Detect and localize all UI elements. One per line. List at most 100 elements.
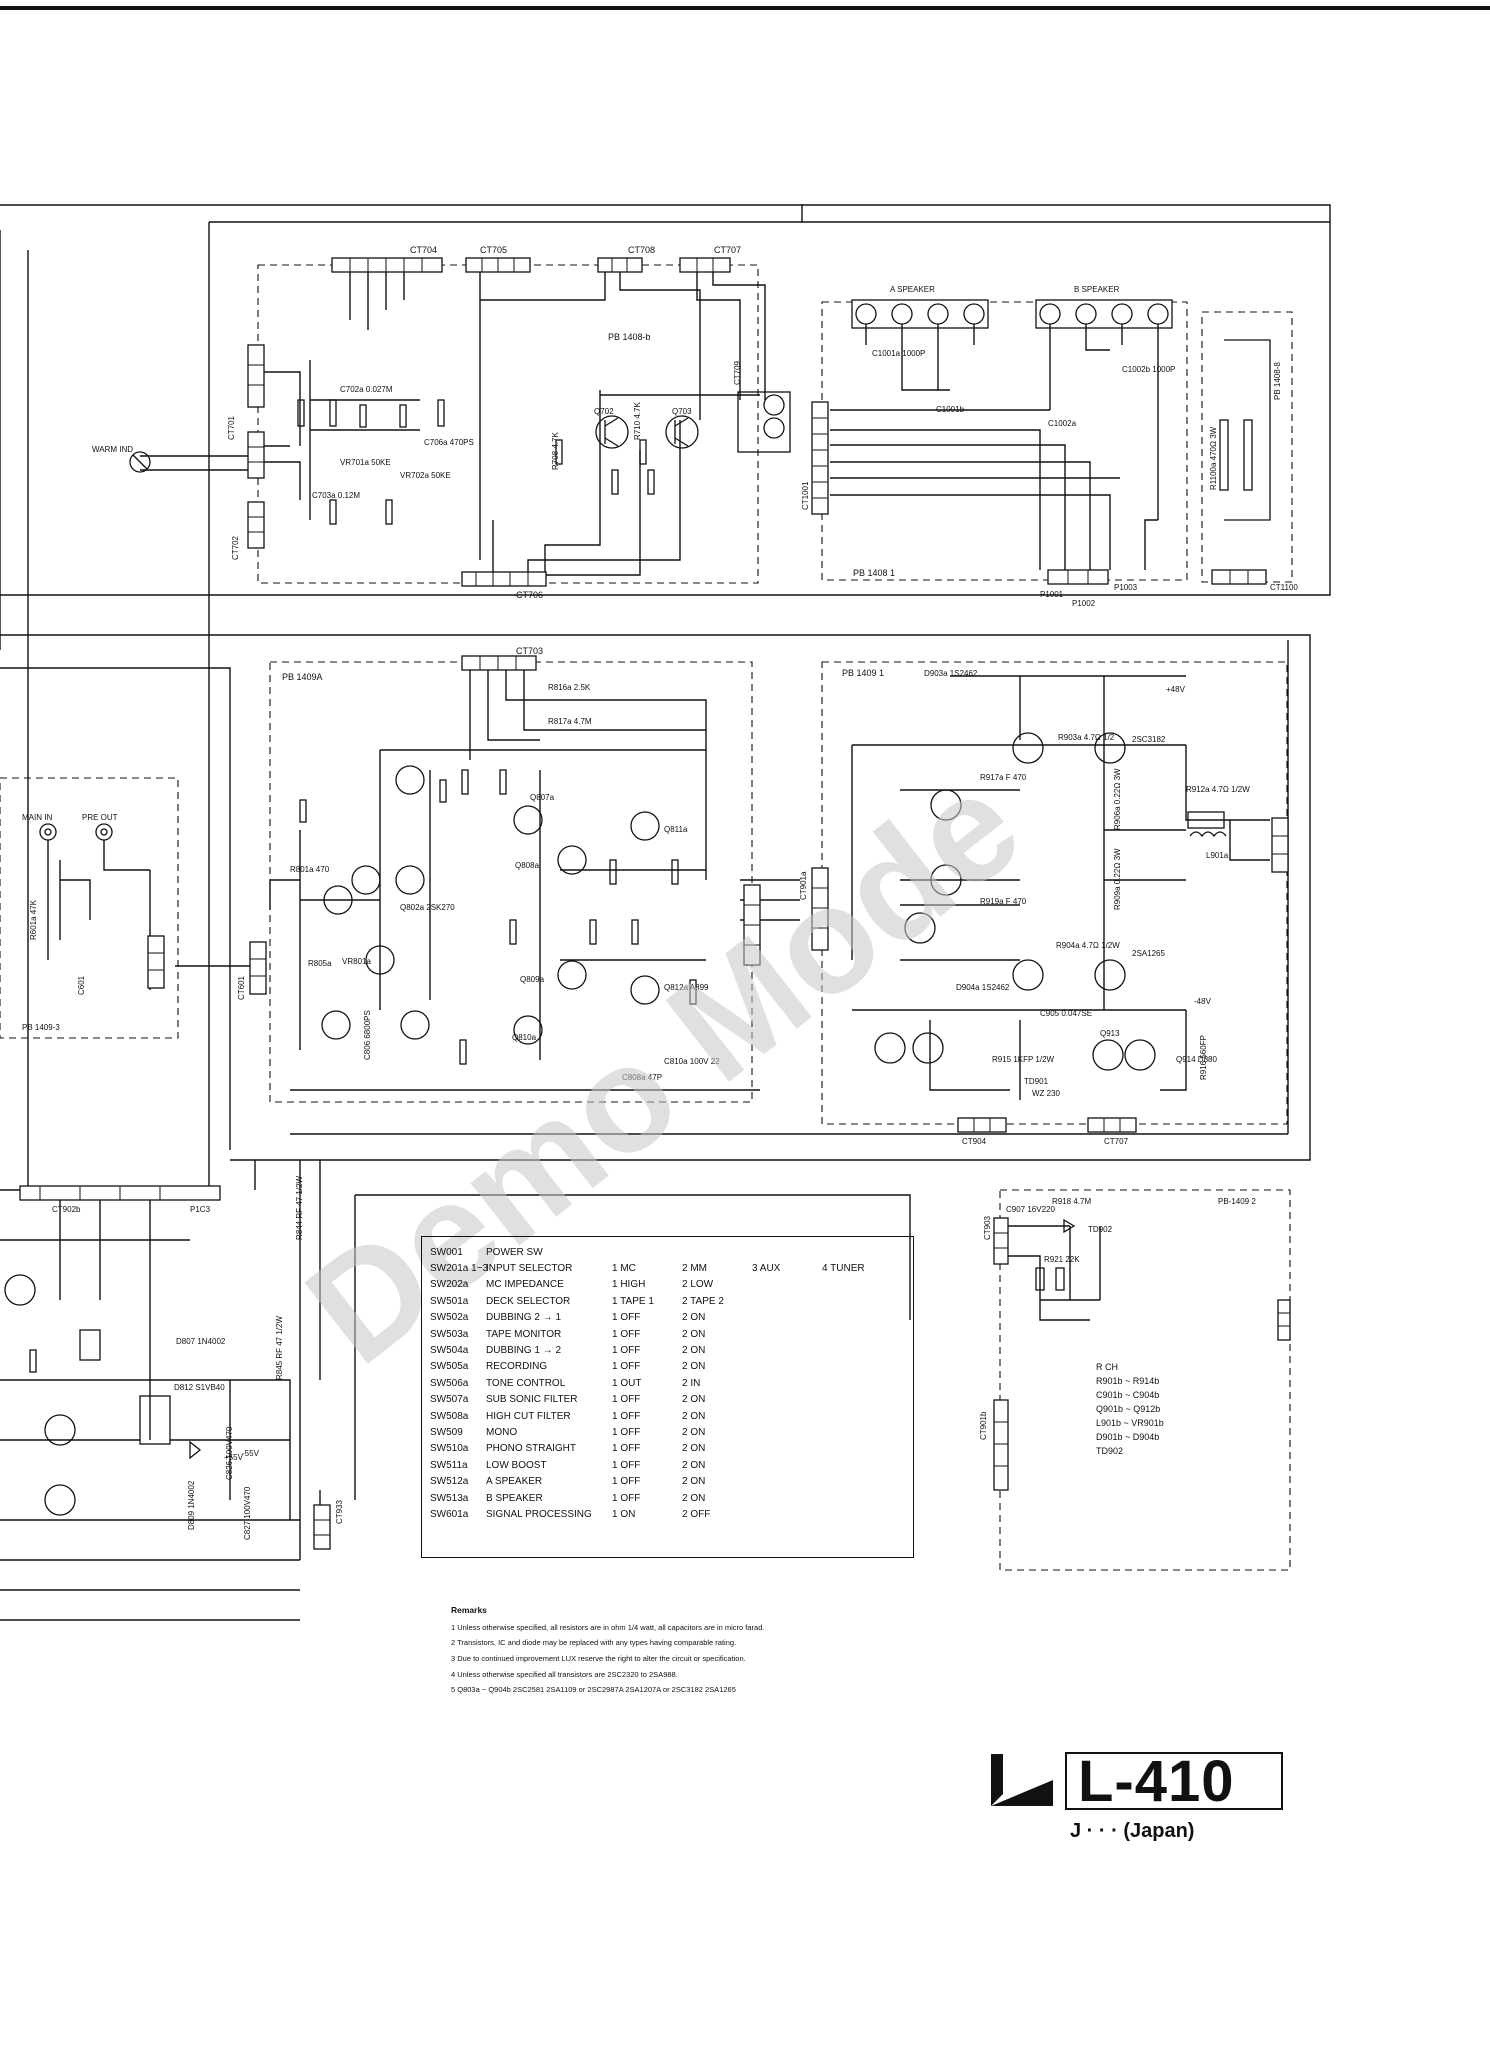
- switch-name: B SPEAKER: [486, 1492, 543, 1504]
- label-c806: C806 6800PS: [363, 1010, 372, 1060]
- model-number: L-410: [1078, 1749, 1235, 1814]
- switch-option: 1 OFF: [612, 1443, 641, 1455]
- label-c827: C827 100V470: [243, 1486, 252, 1540]
- label-d809: D809 1N4002: [187, 1480, 196, 1530]
- connector-ct706: [461, 571, 547, 587]
- rch-line: TD902: [1096, 1446, 1124, 1456]
- label-ct1100: CT1100: [1270, 583, 1298, 592]
- switch-option: 1 OUT: [612, 1377, 642, 1389]
- switch-option: 4 TUNER: [822, 1263, 865, 1275]
- label-r817: R817a 4.7M: [548, 717, 592, 726]
- switch-option: 2 LOW: [682, 1279, 714, 1291]
- connector-label-ct704: CT704: [410, 245, 437, 255]
- label-c907: C907 16V220: [1006, 1205, 1055, 1214]
- label-c703: C703a 0.12M: [312, 491, 360, 500]
- rch-line: D901b ~ D904b: [1096, 1432, 1160, 1442]
- connector-ct703-vertical: [247, 344, 265, 408]
- connector-label-ct706: CT706: [516, 590, 543, 600]
- switch-option: 1 HIGH: [612, 1279, 646, 1291]
- label-warm-ind: WARM IND: [92, 445, 133, 454]
- label-r909: R909a 0.22Ω 3W: [1113, 848, 1122, 910]
- label-q809: Q809a: [520, 975, 545, 984]
- switch-id: SW513a: [430, 1492, 469, 1504]
- speaker-wiring: [830, 324, 1159, 570]
- label-c1002b: C1002b 1000P: [1122, 365, 1175, 374]
- connector-label-ct707b: CT707: [1104, 1137, 1129, 1146]
- switch-option: 2 ON: [682, 1394, 706, 1406]
- board-pb1409-2: [999, 1189, 1291, 1571]
- board-label-pb1409-2: PB-1409 2: [1218, 1197, 1256, 1206]
- label-c706: C706a 470PS: [424, 438, 474, 447]
- label-pre-out: PRE OUT: [82, 813, 118, 822]
- label-d904: D904a 1S2462: [956, 983, 1010, 992]
- board-label-pb1408-1: PB 1408 1: [853, 568, 895, 578]
- pb1409-1-wiring: [851, 675, 1270, 1100]
- switch-option: 2 ON: [682, 1345, 706, 1357]
- label-c702: C702a 0.027M: [340, 385, 393, 394]
- connector-label-ct701: CT701: [227, 415, 236, 440]
- relay-ct709: [737, 391, 791, 453]
- resistor-array-pb1409a: [299, 769, 697, 1065]
- switch-name: LOW BOOST: [486, 1459, 547, 1471]
- label-q913: Q913: [1100, 1029, 1120, 1038]
- label-r919: R919a F 470: [980, 897, 1027, 906]
- switch-option: 2 ON: [682, 1312, 706, 1324]
- label-r917: R917a F 470: [980, 773, 1027, 782]
- board-label-pb1409a: PB 1409A: [282, 672, 323, 682]
- label-r710: R710 4.7K: [633, 402, 642, 440]
- label-speaker-a: A SPEAKER: [890, 285, 935, 294]
- switch-name: INPUT SELECTOR: [486, 1263, 573, 1275]
- switch-id: SW201a 1~3: [430, 1263, 489, 1275]
- label-r1100: R1100a 470Ω 3W: [1209, 426, 1218, 490]
- board-label-pb1409-1: PB 1409 1: [842, 668, 884, 678]
- label-c1001b: C1001b: [936, 405, 965, 414]
- connector-label-ct901b: CT901b: [979, 1411, 988, 1440]
- switch-id: SW001: [430, 1246, 463, 1258]
- resistor-array-pb1408b: [297, 399, 655, 525]
- switch-option: 1 OFF: [612, 1410, 641, 1422]
- switch-name: SIGNAL PROCESSING: [486, 1508, 592, 1520]
- connector-ct1001: [811, 401, 829, 515]
- label-r912: R912a 4.7Ω 1/2W: [1186, 785, 1250, 794]
- pb1409-2-components: [1035, 1218, 1076, 1291]
- connector-ct933: [313, 1504, 331, 1550]
- label-q812: Q812a A899: [664, 983, 709, 992]
- connector-ct703: [461, 655, 537, 671]
- switch-id: SW501a: [430, 1295, 469, 1307]
- label-q802: Q802a 2SK270: [400, 903, 455, 912]
- label-r601: R601a 47K: [29, 899, 38, 940]
- switch-name: MONO: [486, 1426, 518, 1438]
- connector-right-edge: [1277, 1299, 1291, 1341]
- label-vr702: VR702a 50KE: [400, 471, 451, 480]
- label-q807: Q807a: [530, 793, 555, 802]
- switch-option: 3 AUX: [752, 1263, 781, 1275]
- label-plus48: +48V: [1166, 685, 1186, 694]
- switch-name: A SPEAKER: [486, 1476, 543, 1488]
- switch-id: SW510a: [430, 1443, 469, 1455]
- switch-option: 1 OFF: [612, 1459, 641, 1471]
- rch-line: C901b ~ C904b: [1096, 1390, 1160, 1400]
- switch-name: DUBBING 1 → 2: [486, 1345, 562, 1357]
- switch-id: SW508a: [430, 1410, 469, 1422]
- transistor-array-pb1409a: [321, 765, 660, 1045]
- connector-ct707: [679, 257, 731, 273]
- switch-option: 1 OFF: [612, 1394, 641, 1406]
- connector-ct901-stack: [743, 884, 761, 966]
- rch-line: R901b ~ R914b: [1096, 1376, 1160, 1386]
- switch-option: 1 OFF: [612, 1312, 641, 1324]
- connector-ct903: [993, 1217, 1009, 1265]
- label-d807: D807 1N4002: [176, 1337, 226, 1346]
- connector-ct702: [247, 501, 265, 549]
- remark-item: 2 Transistors, IC and diode may be repla…: [451, 1638, 737, 1648]
- switch-option: 2 ON: [682, 1410, 706, 1422]
- switch-name: HIGH CUT FILTER: [486, 1410, 571, 1422]
- label-q702: Q702: [594, 407, 614, 416]
- connector-label-ct703: CT703: [516, 646, 543, 656]
